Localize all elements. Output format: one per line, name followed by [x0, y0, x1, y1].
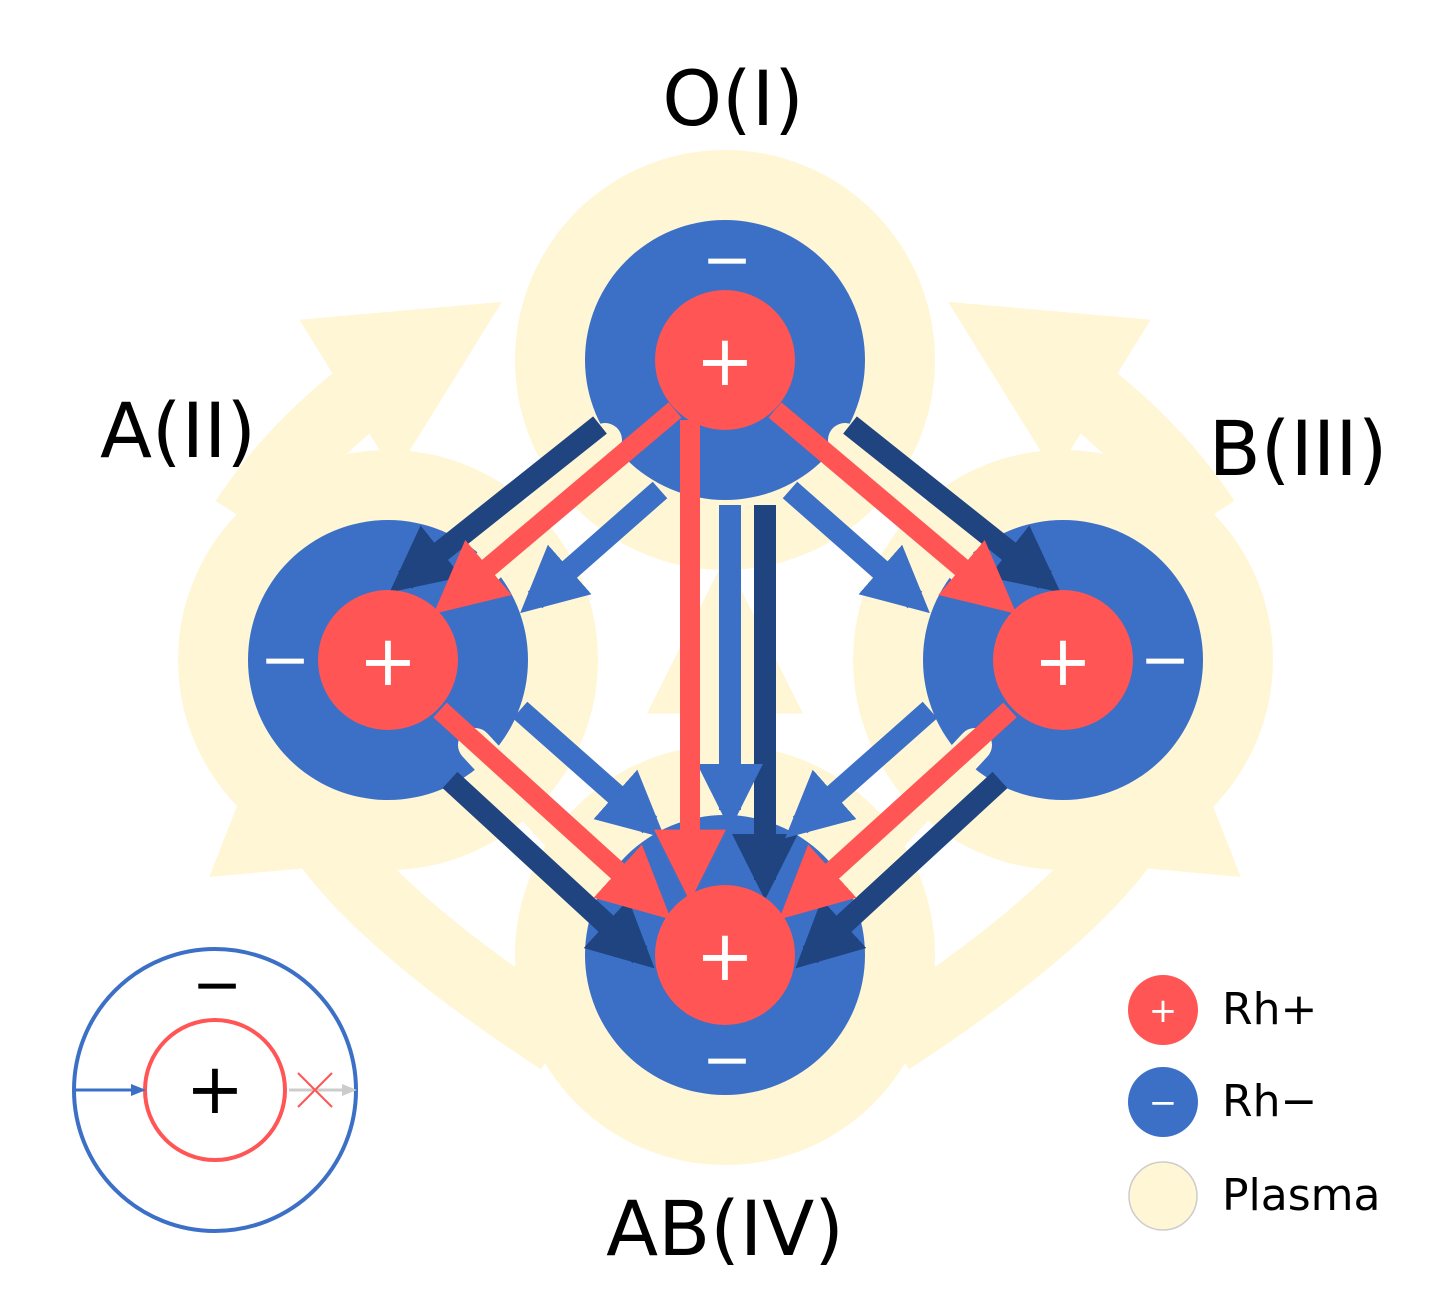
plasma-arrow-ab-to-a — [209, 687, 580, 1070]
arrow-a-neg-to-ab — [442, 771, 655, 969]
arrow-b-neg-to-ab-neg — [785, 701, 938, 839]
rh-plus-layer — [318, 290, 1133, 1025]
label-group-o: O(I) — [662, 54, 804, 143]
label-group-b: B(III) — [1209, 404, 1388, 493]
plasma-arrow-a-to-o — [215, 301, 502, 540]
rh-plus-arrows — [433, 402, 1017, 920]
sign-ab-minus: − — [702, 1025, 752, 1095]
arrow-b-pos-to-ab-pos — [779, 702, 1017, 920]
key-inset: − + — [72, 947, 358, 1233]
legend: + Rh+ − Rh− Plasma — [1128, 975, 1380, 1231]
legend-plasma-label: Plasma — [1222, 1170, 1380, 1221]
plasma-arrow-b-to-o — [948, 301, 1235, 540]
sign-o-plus: + — [696, 320, 755, 402]
plasma-arrow-ab-to-b — [870, 687, 1241, 1070]
arrow-o-pos-to-b-pos — [768, 402, 1017, 614]
sign-b-minus: − — [1140, 625, 1190, 695]
arrow-o-pos-to-a-pos — [433, 402, 682, 614]
rh-plus-circle-a — [318, 590, 458, 730]
legend-rh-plus-swatch — [1128, 975, 1198, 1045]
sign-o-minus: − — [702, 225, 752, 295]
legend-rh-minus-swatch — [1128, 1067, 1198, 1137]
key-blocked-cross-icon — [297, 1072, 333, 1108]
sign-b-plus: + — [1034, 620, 1093, 702]
group-labels: O(I) A(II) B(III) AB(IV) — [100, 54, 1387, 1273]
sign-a-plus: + — [359, 620, 418, 702]
sign-labels: + + + + − − − − — [260, 225, 1190, 1095]
sign-ab-plus: + — [696, 915, 755, 997]
rh-plus-circle-ab — [655, 885, 795, 1025]
arrow-o-neg-to-b-neg — [782, 481, 930, 614]
rh-plus-circle-b — [993, 590, 1133, 730]
arrow-a-neg-to-ab-neg — [512, 701, 665, 839]
legend-rh-minus-label: Rh− — [1222, 1076, 1317, 1127]
legend-plasma-swatch — [1128, 1161, 1198, 1231]
arrow-a-pos-to-ab-pos — [433, 702, 671, 920]
key-outer-sign: − — [192, 950, 242, 1020]
legend-rh-plus-label: Rh+ — [1222, 984, 1317, 1035]
arrow-b-neg-to-ab — [795, 771, 1008, 969]
label-group-a: A(II) — [100, 386, 256, 475]
sign-a-minus: − — [260, 625, 310, 695]
label-group-ab: AB(IV) — [606, 1184, 844, 1273]
rh-plus-circle-o — [655, 290, 795, 430]
legend-rh-minus-sign: − — [1149, 1083, 1178, 1123]
arrow-o-neg-to-a-neg — [520, 481, 668, 614]
legend-rh-plus-sign: + — [1149, 991, 1178, 1031]
key-inner-sign: + — [186, 1048, 245, 1130]
